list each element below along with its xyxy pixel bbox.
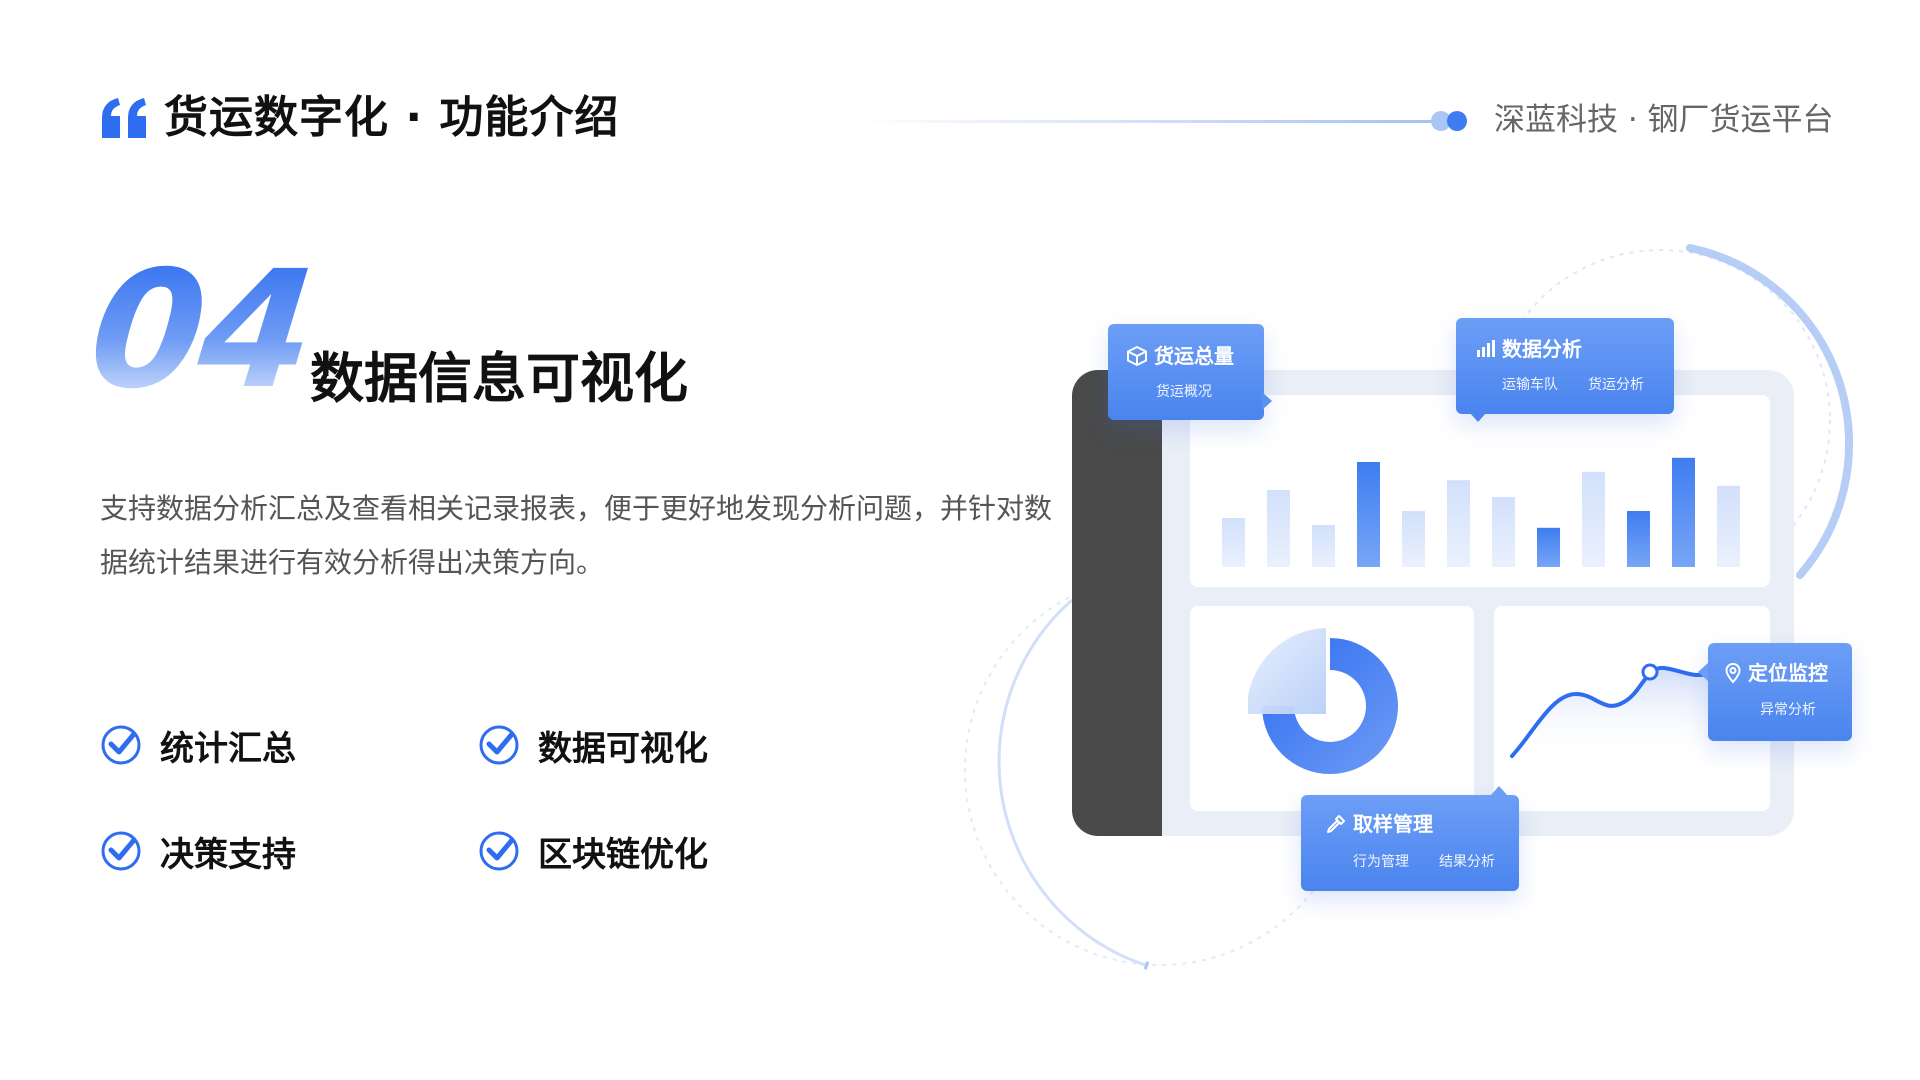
feature-item: 决策支持 [100,826,296,876]
feature-label: 统计汇总 [160,728,296,769]
box-icon [1127,346,1147,366]
feature-label: 数据可视化 [538,728,708,769]
card-sub: 异常分析 [1760,702,1816,718]
bar-chart-graphic [1222,457,1740,567]
card-sub: 货运概况 [1156,384,1212,400]
check-circle-icon [479,725,519,765]
card-sub: 货运分析 [1588,377,1644,393]
illustration-bar [1672,457,1695,567]
pipette-icon [1327,815,1345,833]
card-pointer [1491,786,1507,795]
feature-label: 决策支持 [160,834,296,875]
card-pointer [1262,392,1272,410]
header-dot [1447,111,1467,131]
card-pointer [1698,663,1708,681]
illustration-bar [1447,480,1470,567]
illustration-bar [1717,485,1740,567]
feature-item: 区块链优化 [478,826,708,876]
card-sampling-management: 取样管理 行为管理 结果分析 [1301,795,1519,891]
card-pointer [1470,413,1486,422]
illustration-bar [1312,525,1335,567]
card-title: 取样管理 [1353,812,1433,836]
location-pin-icon [1725,662,1741,684]
donut-chart-panel [1190,606,1474,811]
card-sub: 结果分析 [1439,854,1495,870]
card-title: 数据分析 [1502,337,1582,361]
illustration-bar [1267,490,1290,567]
section-title: 数据信息可视化 [310,347,688,410]
check-circle-icon [101,831,141,871]
card-freight-volume: 货运总量 货运概况 [1108,324,1264,420]
card-sub: 行为管理 [1353,854,1409,870]
page-title: 货运数字化 · 功能介绍 [164,92,620,143]
section-description: 支持数据分析汇总及查看相关记录报表，便于更好地发现分析问题，并针对数据统计结果进… [100,492,1053,579]
bar-chart-panel [1190,395,1770,587]
card-location-monitor: 定位监控 异常分析 [1708,643,1852,741]
illustration-bar [1402,511,1425,567]
card-sub: 运输车队 [1502,377,1558,393]
illustration-bar [1537,527,1560,567]
brand-label: 深蓝科技 · 钢厂货运平台 [1494,102,1834,138]
check-circle-icon [479,831,519,871]
illustration-bar [1222,518,1245,567]
check-circle-icon [101,725,141,765]
header-dot-light [1431,111,1451,131]
feature-label: 区块链优化 [538,834,708,875]
bar-chart-icon [1477,340,1495,357]
card-title: 货运总量 [1154,344,1234,368]
illustration-bar [1582,471,1605,567]
quote-mark-icon [102,98,146,138]
card-title: 定位监控 [1748,661,1828,685]
dashboard-sidebar [1072,370,1162,836]
line-chart-panel [1494,606,1770,811]
header-divider [860,120,1440,123]
illustration-bar [1627,511,1650,567]
illustration-bar [1357,462,1380,567]
feature-item: 数据可视化 [478,720,708,770]
feature-item: 统计汇总 [100,720,296,770]
line-chart-graphic [1510,663,1716,758]
donut-chart-graphic [1248,628,1398,774]
illustration-bar [1492,497,1515,567]
card-data-analysis: 数据分析 运输车队 货运分析 [1456,318,1674,414]
